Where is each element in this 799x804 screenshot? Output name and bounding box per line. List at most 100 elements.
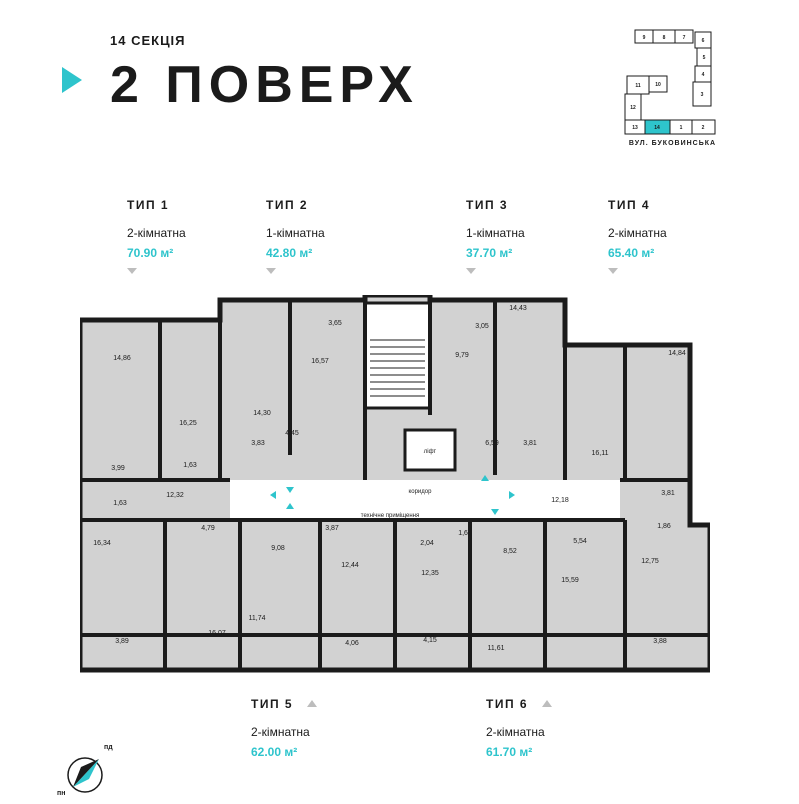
room-area: 5,54 (573, 538, 587, 545)
room-area: 2,04 (420, 540, 434, 547)
room-area: 4,06 (345, 640, 359, 647)
type-title-text: ТИП 5 (251, 697, 294, 711)
room-area: 9,08 (271, 545, 285, 552)
type-title: ТИП 4 (608, 198, 651, 212)
type-rooms: 2-кімнатна (251, 725, 310, 739)
cell-label-13: 13 (632, 125, 638, 131)
cell-label-3: 3 (701, 92, 704, 98)
type-title: ТИП 3 (466, 198, 509, 212)
room-area: 4,79 (201, 525, 215, 532)
type-title: ТИП 6 (486, 697, 606, 711)
cell-label-14: 14 (654, 125, 660, 131)
room-area: 9,79 (455, 352, 469, 359)
floor-plan: 14,86 16,25 3,99 1,63 1,63 12,32 16,34 3… (80, 295, 710, 673)
type-title: ТИП 1 (127, 198, 170, 212)
arrow-down-icon (466, 268, 476, 274)
cell-label-10: 10 (655, 82, 661, 88)
type-area: 62.00 м² (251, 745, 298, 759)
room-area: 12,75 (641, 558, 659, 565)
room-area: 1,63 (183, 462, 197, 469)
room-area: 4,15 (423, 637, 437, 644)
room-area: 1,64 (458, 530, 472, 537)
room-area: 14,43 (509, 305, 527, 312)
arrow-down-icon (127, 268, 137, 274)
arrow-down-icon (266, 268, 276, 274)
room-area: 4,45 (285, 430, 299, 437)
tech-room-label: технічне приміщення (361, 513, 419, 519)
room-area: 12,32 (166, 492, 184, 499)
room-area: 16,07 (208, 630, 226, 637)
entrance-arrow-icon (509, 491, 515, 499)
room-area: 12,35 (421, 570, 439, 577)
cell-label-9: 9 (643, 35, 646, 41)
type-4-card[interactable]: ТИП 4 2-кімнатна 65.40 м² (608, 198, 728, 274)
type-rooms: 2-кімнатна (127, 226, 186, 240)
type-area: 37.70 м² (466, 246, 513, 260)
room-area: 8,52 (503, 548, 517, 555)
room-area: 3,88 (653, 638, 667, 645)
room-area: 3,81 (523, 440, 537, 447)
room-area: 16,57 (311, 358, 329, 365)
type-title: ТИП 2 (266, 198, 309, 212)
type-area: 65.40 м² (608, 246, 655, 260)
type-title-text: ТИП 6 (486, 697, 529, 711)
type-area: 42.80 м² (266, 246, 313, 260)
corridor-label: коридор (409, 489, 433, 495)
lift-box (403, 428, 457, 472)
type-area: 61.70 м² (486, 745, 533, 759)
compass-south-west-label: пн (57, 790, 66, 797)
arrow-down-icon (608, 268, 618, 274)
floor-title: 2 ПОВЕРХ (110, 56, 419, 114)
cell-label-4: 4 (702, 72, 705, 78)
type-3-card[interactable]: ТИП 3 1-кімнатна 37.70 м² (466, 198, 586, 274)
room-area: 6,59 (485, 440, 499, 447)
section-label: 14 СЕКЦІЯ (110, 33, 186, 48)
type-rooms: 1-кімнатна (466, 226, 525, 240)
floor-marker-icon (62, 67, 82, 93)
room-area: 3,05 (475, 323, 489, 330)
cell-label-2: 2 (702, 125, 705, 131)
entrance-arrow-icon (286, 503, 294, 509)
lift-label: ліфт (424, 449, 437, 455)
room-area: 3,81 (661, 490, 675, 497)
type-rooms: 2-кімнатна (486, 725, 545, 739)
section-3[interactable] (692, 81, 712, 107)
room-area: 16,25 (179, 420, 197, 427)
cell-label-11: 11 (635, 83, 641, 89)
room-area: 3,83 (251, 440, 265, 447)
room-area: 14,30 (253, 410, 271, 417)
entrance-arrow-icon (481, 475, 489, 481)
type-6-card[interactable]: ТИП 6 2-кімнатна 61.70 м² (486, 697, 606, 759)
section-10[interactable] (648, 75, 668, 93)
type-rooms: 2-кімнатна (608, 226, 667, 240)
cell-label-7: 7 (683, 35, 686, 41)
room-area: 12,18 (551, 497, 569, 504)
type-5-card[interactable]: ТИП 5 2-кімнатна 62.00 м² (251, 697, 371, 759)
room-area: 3,65 (328, 320, 342, 327)
cell-label-8: 8 (663, 35, 666, 41)
cell-label-1: 1 (680, 125, 683, 131)
type-1-card[interactable]: ТИП 1 2-кімнатна 70.90 м² (127, 198, 247, 274)
cell-label-12: 12 (630, 105, 636, 111)
type-area: 70.90 м² (127, 246, 174, 260)
room-area: 3,99 (111, 465, 125, 472)
room-area: 1,86 (657, 523, 671, 530)
compass-north-east-label: пд (104, 744, 113, 751)
type-2-card[interactable]: ТИП 2 1-кімнатна 42.80 м² (266, 198, 386, 274)
corridor-area (230, 480, 620, 520)
room-area: 3,89 (115, 638, 129, 645)
stairwell (363, 301, 432, 410)
entrance-arrow-icon (286, 487, 294, 493)
room-area: 14,86 (113, 355, 131, 362)
room-area: 1,63 (113, 500, 127, 507)
room-area: 3,87 (325, 525, 339, 532)
compass-icon (67, 757, 103, 793)
cell-label-6: 6 (702, 38, 705, 44)
room-area: 16,11 (592, 450, 609, 457)
entrance-arrow-icon (270, 491, 276, 499)
section-7[interactable] (674, 29, 694, 44)
building-mini-map: 9 8 7 6 5 4 3 2 1 14 13 12 11 10 (624, 29, 716, 135)
type-rooms: 1-кімнатна (266, 226, 325, 240)
room-area: 16,34 (93, 540, 111, 547)
entrance-arrow-icon (491, 509, 499, 515)
